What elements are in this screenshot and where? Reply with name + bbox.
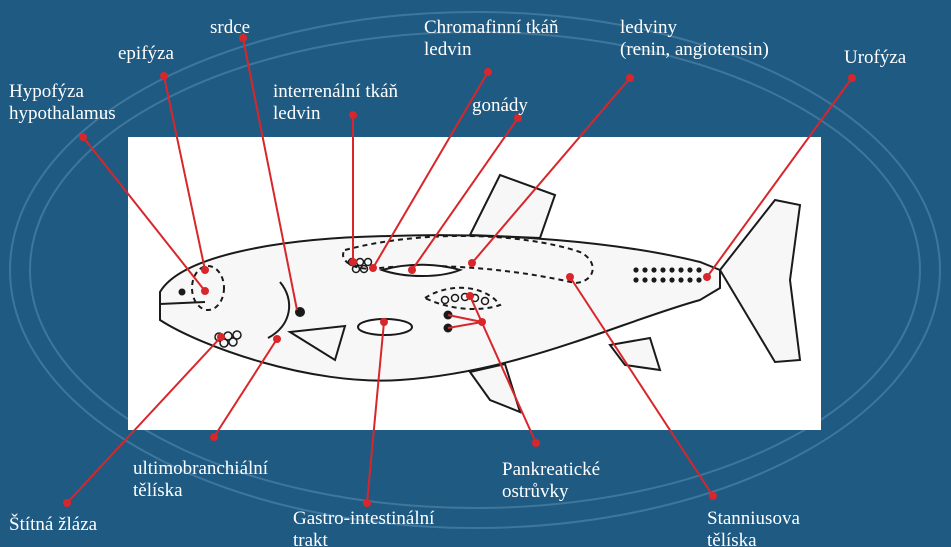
fish-eye <box>179 289 186 296</box>
label-gonady: gonády <box>472 95 528 117</box>
label-stitna-zlaza: Štítná žláza <box>9 514 97 536</box>
label-srdce: srdce <box>210 17 250 39</box>
label-ledviny: ledviny(renin, angiotensin) <box>620 17 769 61</box>
label-epifyza: epifýza <box>118 43 174 65</box>
label-urofyza: Urofýza <box>844 47 906 69</box>
